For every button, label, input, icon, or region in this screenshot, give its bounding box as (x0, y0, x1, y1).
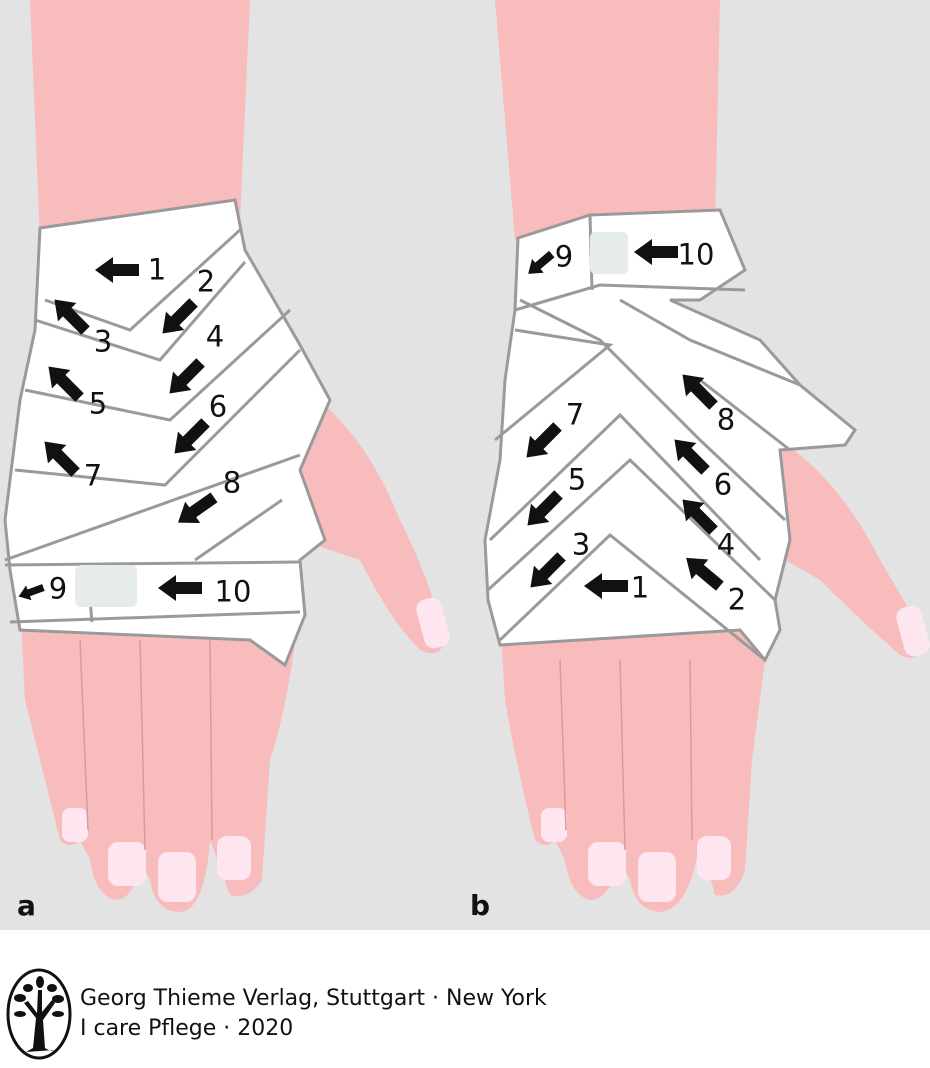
panel-label-b: b (470, 889, 491, 922)
bandage-illustration (3, 0, 930, 912)
step-label-a-10: 10 (214, 574, 252, 609)
step-label-b-4: 4 (716, 527, 736, 562)
panel-label-a: a (17, 889, 36, 922)
step-label-b-10: 10 (677, 237, 715, 272)
step-label-a-7: 7 (83, 458, 103, 493)
step-label-a-3: 3 (93, 324, 113, 359)
tree-logo-icon (6, 968, 72, 1060)
step-label-b-7: 7 (565, 397, 585, 432)
figure-panel: 1 2 3 4 5 6 7 8 9 10 1 2 3 4 5 6 7 8 9 1… (0, 0, 930, 930)
step-label-b-5: 5 (567, 462, 587, 497)
step-label-b-3: 3 (571, 527, 591, 562)
step-label-a-8: 8 (222, 465, 242, 500)
step-label-a-2: 2 (196, 264, 216, 299)
step-label-b-1: 1 (630, 570, 650, 605)
step-label-b-9: 9 (554, 239, 574, 274)
step-label-a-5: 5 (88, 386, 108, 421)
hand-b (483, 0, 930, 912)
publisher-text: Georg Thieme Verlag, Stuttgart · New Yor… (80, 986, 547, 1011)
hand-a (3, 0, 450, 912)
step-label-a-1: 1 (147, 252, 167, 287)
step-label-b-2: 2 (727, 582, 747, 617)
book-text: I care Pflege · 2020 (80, 1016, 294, 1041)
step-label-a-4: 4 (205, 319, 225, 354)
step-label-b-6: 6 (713, 467, 733, 502)
step-label-a-6: 6 (208, 389, 228, 424)
step-label-a-9: 9 (48, 571, 68, 606)
step-label-b-8: 8 (716, 402, 736, 437)
